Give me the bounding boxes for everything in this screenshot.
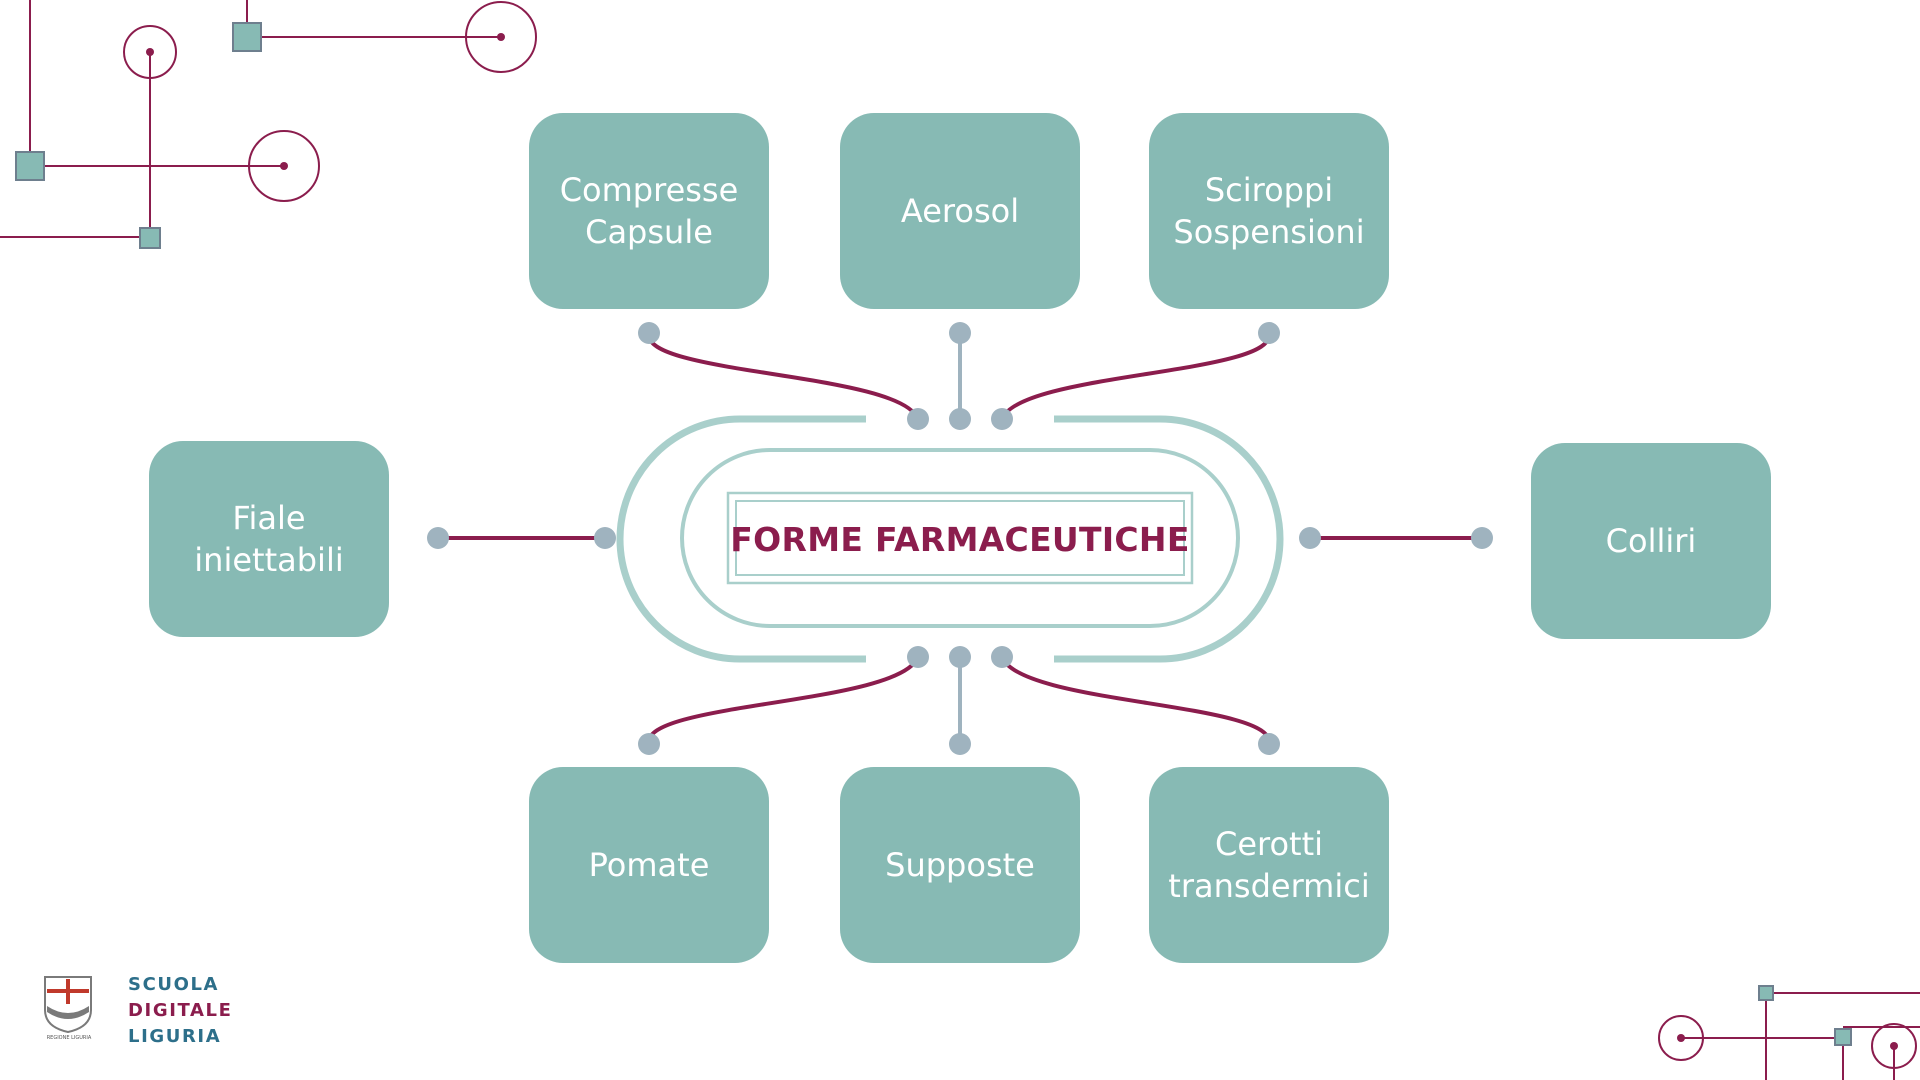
node-label-line: Pomate [588,846,710,884]
node-label-line: iniettabili [194,541,344,579]
node-label-line: Sciroppi [1204,171,1334,209]
connectors [436,331,1484,746]
connector-dots [427,322,1493,755]
decorative-circuit-top-left [0,0,537,238]
node-aerosol: Aerosol [840,113,1080,309]
logo-line-liguria: LIGURIA [128,1026,222,1047]
node-supposte: Supposte [840,767,1080,963]
node-label-line: Capsule [585,213,713,251]
center-frame [616,415,1284,663]
node-label-line: Cerotti [1214,825,1324,863]
logo-line-scuola: SCUOLA [128,974,220,995]
node-label-line: Aerosol [900,192,1020,230]
node-label-line: Compresse [559,171,739,209]
connector-compresse [646,331,920,421]
logo-line-digitale: DIGITALE [128,1000,233,1021]
node-label-line: Supposte [885,846,1035,884]
node-cerotti-transdermici: Cerotti transdermici [1149,767,1389,963]
decorative-nodes-top-left [15,22,505,249]
connector-sciroppi [1000,331,1272,421]
node-pomate: Pomate [529,767,769,963]
connector-cerotti [1000,655,1272,746]
crest-caption: REGIONE LIGURIA [46,1035,92,1041]
center-title: FORME FARMACEUTICHE [730,519,1190,559]
node-label-line: Colliri [1605,522,1697,560]
regione-liguria-crest-icon [44,976,92,1034]
node-label-line: transdermici [1168,867,1370,905]
decorative-circuit-bottom-right [1658,992,1920,1080]
node-label-line: Fiale [232,499,306,537]
node-colliri: Colliri [1531,443,1771,639]
connector-pomate [646,655,920,746]
node-compresse-capsule: Compresse Capsule [529,113,769,309]
decorative-nodes-bottom-right [1677,985,1898,1050]
node-fiale-iniettabili: Fiale iniettabili [149,441,389,637]
node-label-line: Sospensioni [1173,213,1365,251]
scuola-digitale-liguria-logo: SCUOLA DIGITALE LIGURIA [128,972,233,1050]
node-sciroppi-sospensioni: Sciroppi Sospensioni [1149,113,1389,309]
